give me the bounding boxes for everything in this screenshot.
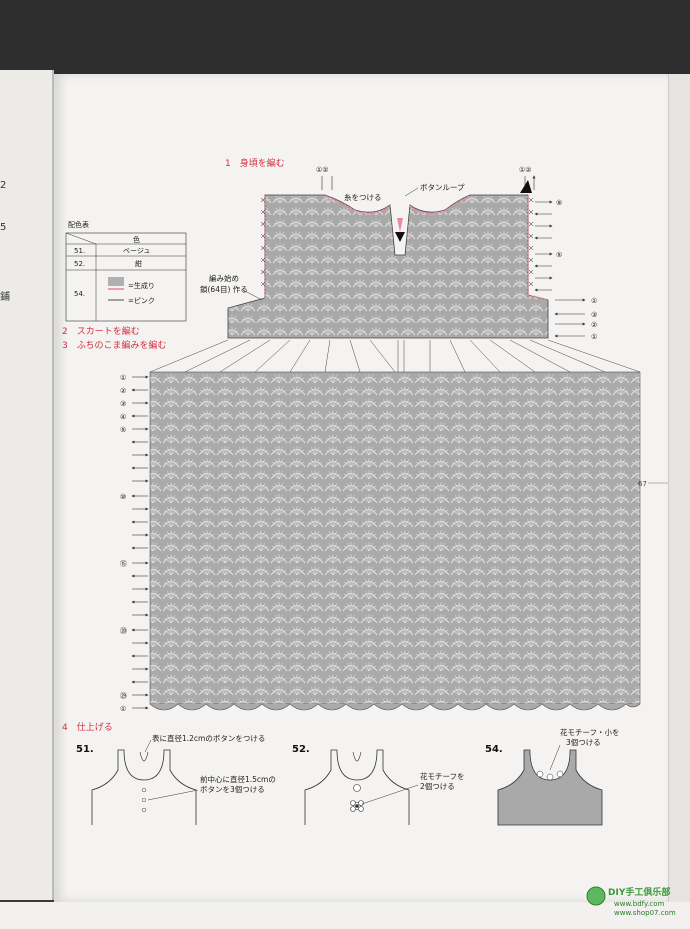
watermark-logo-icon — [586, 886, 606, 906]
neck-edging — [324, 195, 471, 215]
finish-52-note-b: 2個つける — [420, 781, 455, 791]
skirt-row-num: ③ — [120, 400, 126, 408]
right-page-edge — [668, 74, 690, 902]
skirt-body — [149, 371, 641, 705]
finish-51-num: 51. — [76, 744, 94, 755]
yoke-rows-left: ①② — [316, 166, 329, 174]
legend-color: ベージュ — [123, 247, 150, 255]
step-1-label: 1 身頃を編む — [225, 157, 285, 169]
step-2-label: 2 スカートを編む — [62, 325, 140, 337]
yoke-rows-right: ①② — [519, 166, 532, 174]
legend-color: =ピンク — [128, 297, 155, 305]
finish-54-note-b: 3個つける — [566, 737, 601, 747]
watermark-brand: DIY手工俱乐部 — [608, 886, 670, 898]
yoke-row-num: ③ — [591, 311, 597, 319]
left-edge-char: 鋪 — [0, 292, 10, 303]
finish-52-note-a: 花モチーフを — [420, 771, 465, 781]
skirt-row-num: ⑳ — [120, 627, 127, 635]
left-edge-char: 5 — [0, 222, 7, 233]
button-1 — [141, 787, 147, 793]
step-3-label: 3 ふちのこま編みを編む — [62, 339, 166, 351]
yoke-join-mark — [520, 180, 532, 193]
armhole-edging — [264, 196, 549, 301]
watermark-site2: www.shop07.com — [614, 909, 676, 917]
yoke-row-num: ⑨ — [556, 199, 562, 207]
skirt-row-arrows — [131, 375, 149, 710]
start-label-1: 編み始め — [209, 273, 239, 283]
watermark-site1: www.bdfy.com — [614, 900, 664, 908]
skirt-row-num: ① — [120, 374, 126, 382]
finish-51-outline — [91, 749, 197, 825]
yoke-row-num: ① — [591, 333, 597, 341]
yoke-row-num: ① — [591, 297, 597, 305]
yoke-row-arrows — [534, 200, 586, 338]
legend-num: 52. — [74, 260, 85, 268]
finish-51-note1: 表に直径1.2cmのボタンをつける — [152, 733, 265, 743]
page-number: 67 — [638, 480, 647, 488]
small-flower-icon — [536, 770, 564, 781]
scan-bottom-band — [0, 902, 690, 929]
swatch-gray — [108, 277, 124, 286]
step-4-label: 4 仕上げる — [62, 721, 113, 733]
legend-header: 色 — [133, 235, 140, 244]
scan-top-band — [0, 0, 690, 74]
skirt-row-num: ㉙ — [120, 692, 127, 700]
slit-end-mark — [395, 232, 405, 242]
button-3 — [141, 807, 147, 813]
finish-52-num: 52. — [292, 744, 310, 755]
skirt-row-num: ⑩ — [120, 493, 126, 501]
button-loop-mark — [397, 218, 403, 232]
finish-54-num: 54. — [485, 744, 503, 755]
yoke-row-num: ② — [591, 321, 597, 329]
skirt-row-num: ⑤ — [120, 426, 126, 434]
skirt-hem-scallops — [149, 703, 641, 711]
color-legend: 配色表 色 51. ベージュ 52. 紺 54. =生成り =ピンク — [65, 220, 187, 322]
legend-num: 54. — [74, 290, 85, 298]
finish-51-note2b: ボタンを3個つける — [200, 784, 265, 794]
skirt-row-num: ④ — [120, 413, 126, 421]
skirt-row-num: ⑮ — [120, 560, 127, 568]
button-2 — [141, 797, 147, 803]
legend-color: =生成り — [128, 281, 155, 290]
legend-title: 配色表 — [68, 220, 89, 229]
finish-52-outline — [304, 749, 410, 825]
yoke-row-num: ⑤ — [556, 251, 562, 259]
legend-num: 51. — [74, 247, 85, 255]
left-page-edge: 2 5 鋪 — [0, 70, 54, 900]
start-label-2: 鎖(64目) 作る — [200, 284, 248, 294]
flower-motif-icon — [350, 784, 364, 812]
skirt-row-num: ② — [120, 387, 126, 395]
pickup-arrows — [149, 339, 641, 373]
finish-54-note-a: 花モチーフ・小を — [560, 727, 620, 737]
left-edge-char: 2 — [0, 180, 7, 191]
button-loop-label: ボタンループ — [420, 183, 465, 192]
thread-label: 糸をつける — [344, 192, 382, 202]
legend-color: 紺 — [135, 259, 142, 268]
skirt-row-num: ① — [120, 705, 126, 713]
yoke-body — [227, 194, 549, 339]
finish-51-note2a: 前中心に直径1.5cmの — [200, 774, 276, 784]
cross-stitch-border — [260, 197, 534, 287]
